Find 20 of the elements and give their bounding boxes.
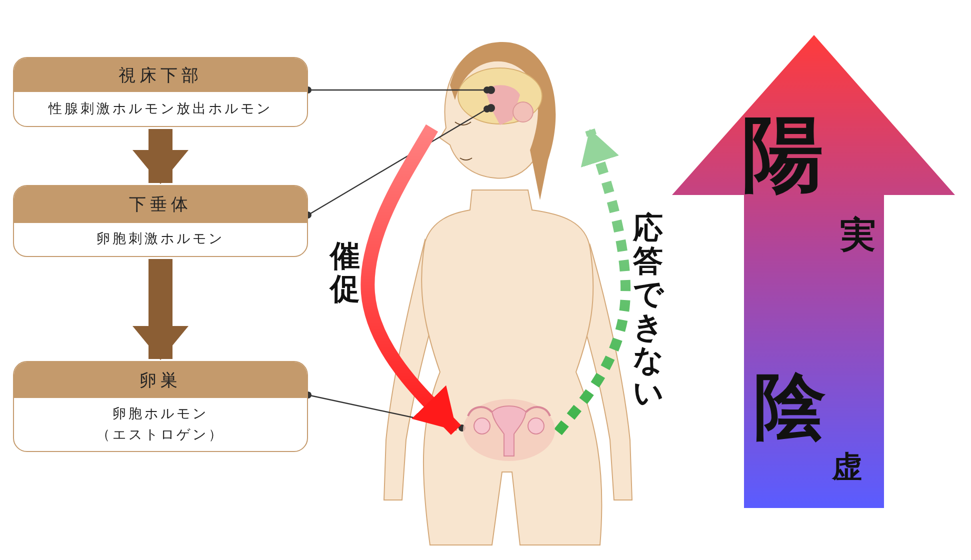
organ-box [13,185,308,257]
organ-box [13,361,308,452]
organ-box [13,57,308,127]
box-header: 視床下部 [14,58,307,92]
kanji-label: 陰 [754,370,826,442]
edge-label: 催促 [330,240,360,306]
box-header: 下垂体 [14,186,307,223]
box-header: 卵巣 [14,362,307,398]
kanji-label: 実 [840,217,876,253]
arrow [132,259,188,360]
arrow [554,128,630,436]
kanji-label: 虚 [832,453,862,483]
gradient-arrow [672,35,956,509]
uterus-drawing [462,398,556,462]
arrow [132,129,188,184]
hormone-label: 性腺刺激ホルモン放出ホルモン [48,100,272,119]
arrow [360,124,462,435]
hormone-label: 卵胞刺激ホルモン [96,230,224,250]
hormone-label: 卵胞ホルモン（エストロゲン） [96,404,226,444]
kanji-label: 陽 [742,113,824,195]
